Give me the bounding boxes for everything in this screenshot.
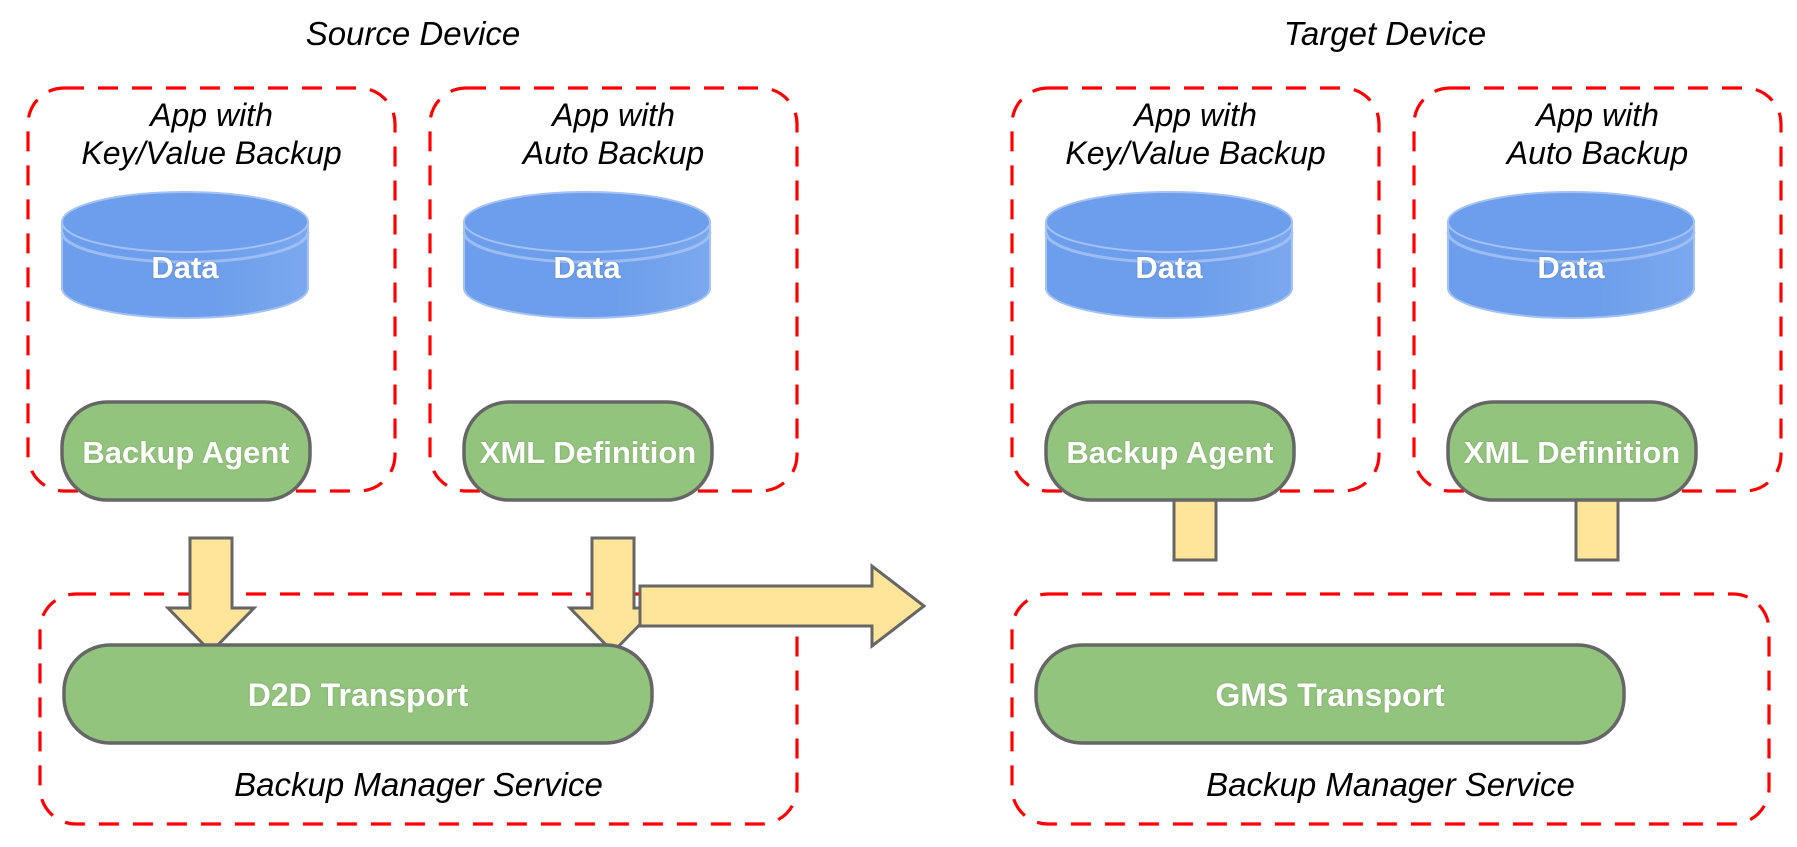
target-app1-title-line2: Key/Value Backup bbox=[1065, 135, 1326, 171]
source-backup-agent-label: Backup Agent bbox=[82, 435, 290, 470]
target-bms-label: Backup Manager Service bbox=[1206, 766, 1575, 803]
target-app1-data-cylinder bbox=[1044, 191, 1294, 319]
source-device-title: Source Device bbox=[305, 15, 521, 52]
source-app2-title-line1: App with bbox=[552, 97, 675, 133]
gms-transport-label: GMS Transport bbox=[1215, 677, 1445, 713]
source-app1-title: App with Key/Value Backup bbox=[28, 96, 395, 172]
source-app2-data-label: Data bbox=[553, 250, 621, 285]
d2d-transport-pill bbox=[62, 643, 654, 745]
target-backup-agent-label: Backup Agent bbox=[1066, 435, 1274, 470]
source-app1-data-cylinder bbox=[60, 191, 310, 319]
target-xml-definition-pill bbox=[1446, 400, 1698, 502]
source-app2-data-cylinder bbox=[462, 191, 712, 319]
source-app2-title-line2: Auto Backup bbox=[522, 135, 705, 171]
source-app2-title: App with Auto Backup bbox=[430, 96, 797, 172]
target-app2-title: App with Auto Backup bbox=[1414, 96, 1781, 172]
arrow-d2d-to-gms bbox=[638, 562, 927, 650]
source-app1-title-line1: App with bbox=[150, 97, 273, 133]
target-xml-definition-label: XML Definition bbox=[1463, 435, 1681, 470]
target-app2-data-label: Data bbox=[1537, 250, 1605, 285]
arrow-backup-agent-to-d2d bbox=[164, 536, 258, 655]
source-xml-definition-label: XML Definition bbox=[479, 435, 697, 470]
target-app1-data-label: Data bbox=[1135, 250, 1203, 285]
gms-transport-pill bbox=[1034, 643, 1626, 745]
target-bms-container bbox=[1010, 592, 1771, 826]
d2d-transport-label: D2D Transport bbox=[247, 677, 469, 713]
source-app1-data-label: Data bbox=[151, 250, 219, 285]
target-app2-data-cylinder bbox=[1446, 191, 1696, 319]
target-app1-title: App with Key/Value Backup bbox=[1012, 96, 1379, 172]
source-app1-title-line2: Key/Value Backup bbox=[81, 135, 342, 171]
source-backup-agent-pill bbox=[60, 400, 312, 502]
target-app2-title-line1: App with bbox=[1536, 97, 1659, 133]
target-app1-title-line1: App with bbox=[1134, 97, 1257, 133]
target-backup-agent-pill bbox=[1044, 400, 1296, 502]
target-device-title: Target Device bbox=[1283, 15, 1487, 52]
source-bms-label: Backup Manager Service bbox=[234, 766, 603, 803]
target-app2-title-line2: Auto Backup bbox=[1506, 135, 1689, 171]
source-bms-container bbox=[38, 592, 799, 826]
source-xml-definition-pill bbox=[462, 400, 714, 502]
arrow-xml-definition-to-d2d bbox=[566, 536, 660, 655]
